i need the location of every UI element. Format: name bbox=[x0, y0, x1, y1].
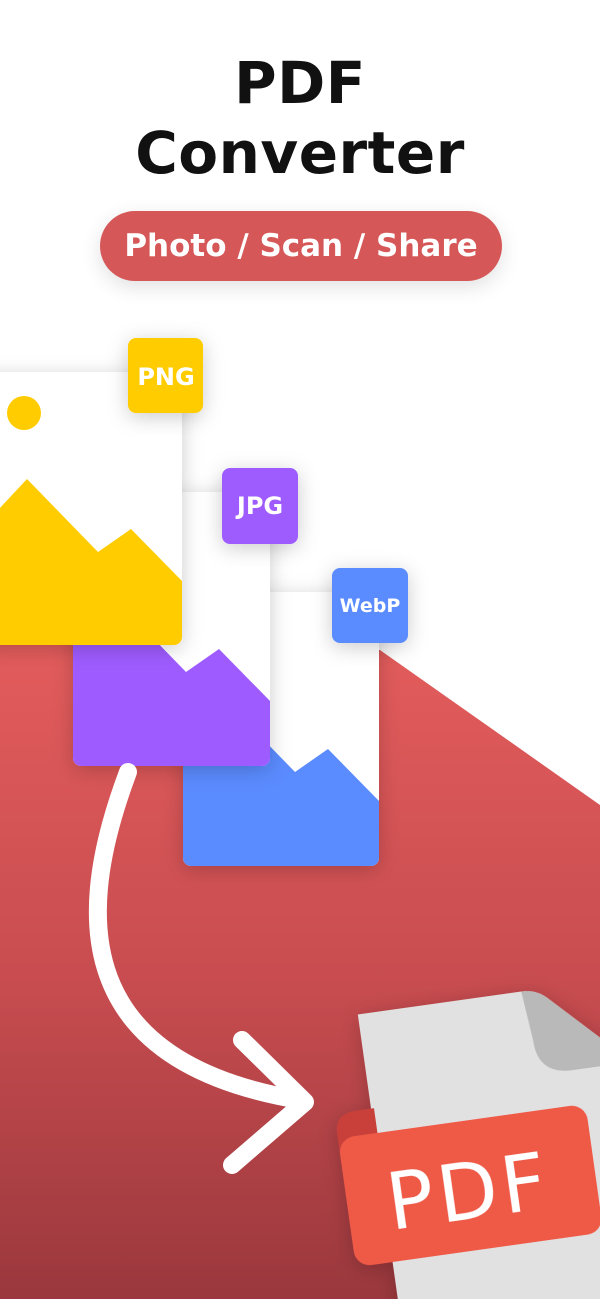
sun-icon bbox=[7, 396, 41, 430]
curved-arrow-icon bbox=[88, 763, 314, 1174]
pdf-file-icon: PDF bbox=[336, 991, 600, 1299]
title-line-1: PDF bbox=[234, 49, 366, 117]
title-line-2: Converter bbox=[135, 119, 465, 187]
mountain-icon bbox=[0, 479, 182, 645]
jpg-badge-label: JPG bbox=[235, 492, 283, 520]
tagline-pill: Photo / Scan / Share bbox=[100, 211, 502, 281]
png-image-card: PNG bbox=[0, 338, 203, 645]
webp-image-card: WebP bbox=[183, 568, 408, 866]
webp-badge-label: WebP bbox=[340, 595, 401, 617]
png-badge-label: PNG bbox=[137, 363, 194, 391]
